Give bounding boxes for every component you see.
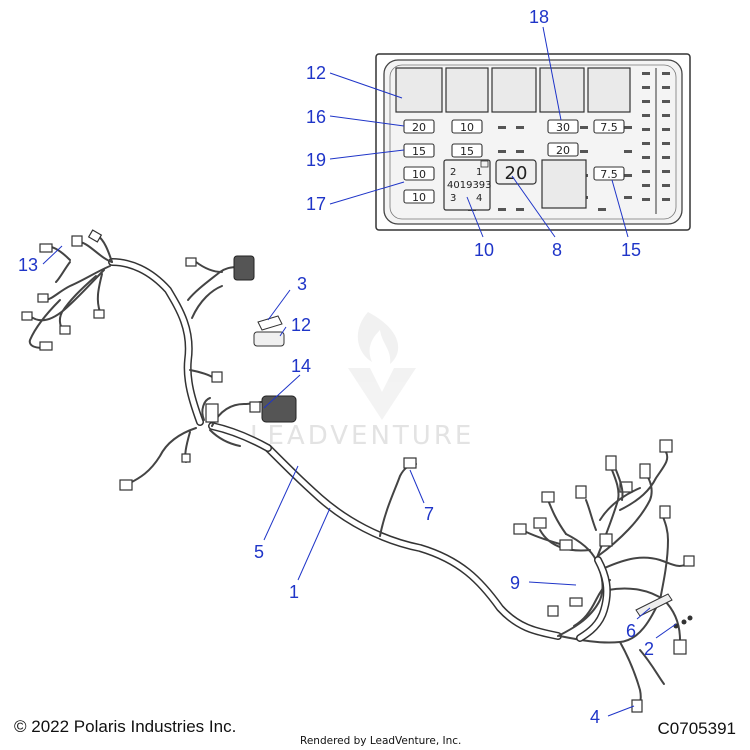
svg-text:3: 3 — [450, 193, 456, 204]
callout-1: 1 — [289, 582, 299, 602]
fuse-30: 30 — [547, 119, 579, 134]
leader-lines — [42, 26, 677, 717]
fuse-7-5-b: 7.5 — [593, 166, 625, 181]
copyright-text: © 2022 Polaris Industries Inc. — [14, 717, 236, 736]
svg-text:10: 10 — [412, 191, 426, 204]
fuse-7-5-a: 7.5 — [593, 119, 625, 134]
callout-6: 6 — [626, 621, 636, 641]
svg-text:15: 15 — [412, 145, 426, 158]
figure-code: C0705391 — [658, 719, 736, 738]
svg-text:7.5: 7.5 — [600, 168, 618, 181]
callout-9: 9 — [510, 573, 520, 593]
wire-harness — [21, 229, 695, 713]
svg-text:20: 20 — [556, 144, 570, 157]
callout-15: 15 — [621, 240, 641, 260]
callout-3: 3 — [297, 274, 307, 294]
svg-text:7.5: 7.5 — [600, 121, 618, 134]
svg-text:20: 20 — [412, 121, 426, 134]
callout-8: 8 — [552, 240, 562, 260]
relay-block — [541, 159, 587, 209]
callout-labels: 12 16 19 17 18 10 8 15 3 12 14 13 5 1 7 … — [18, 7, 654, 727]
callout-11: 12 — [306, 63, 326, 83]
relay-4019393: 2 1 4019393 3 4 — [443, 159, 492, 211]
callout-17: 17 — [306, 194, 326, 214]
callout-16: 16 — [306, 107, 326, 127]
callout-10: 10 — [474, 240, 494, 260]
callout-2: 2 — [644, 639, 654, 659]
part-6 — [635, 593, 673, 617]
label-part-3 — [257, 315, 283, 331]
callout-14: 14 — [291, 356, 311, 376]
relay-block — [445, 67, 489, 113]
fuse-20-maxi: 20 — [495, 159, 537, 185]
svg-text:4019393: 4019393 — [447, 180, 492, 191]
fuse-15-b: 15 — [451, 143, 483, 158]
relay-block-11 — [395, 67, 443, 113]
callout-5: 5 — [254, 542, 264, 562]
relay-block — [587, 67, 631, 113]
fuse-15-a: 15 — [403, 143, 435, 158]
loose-parts — [253, 315, 693, 629]
fuse-box: 20 10 30 7.5 15 15 20 10 — [375, 53, 691, 231]
callout-19: 19 — [306, 150, 326, 170]
svg-text:20: 20 — [505, 163, 528, 184]
relay-block — [539, 67, 585, 113]
watermark-text: LEADVENTURE — [250, 421, 474, 451]
svg-text:2: 2 — [450, 167, 456, 178]
fuse-20-b: 20 — [547, 142, 579, 157]
callout-4: 4 — [590, 707, 600, 727]
part-12 — [253, 331, 285, 347]
svg-text:10: 10 — [460, 121, 474, 134]
svg-text:1: 1 — [476, 167, 482, 178]
callout-7: 7 — [424, 504, 434, 524]
fuse-10-a: 10 — [451, 119, 483, 134]
fuse-10-c: 10 — [403, 189, 435, 204]
svg-text:30: 30 — [556, 121, 570, 134]
fuse-20-a: 20 — [403, 119, 435, 134]
svg-text:15: 15 — [460, 145, 474, 158]
fuse-10-b: 10 — [403, 166, 435, 181]
relay-block — [491, 67, 537, 113]
svg-text:10: 10 — [412, 168, 426, 181]
callout-12: 12 — [291, 315, 311, 335]
callout-18: 18 — [529, 7, 549, 27]
svg-text:4: 4 — [476, 193, 482, 204]
watermark-logo — [348, 312, 416, 420]
rendered-by-text: Rendered by LeadVenture, Inc. — [300, 735, 461, 747]
callout-13: 13 — [18, 255, 38, 275]
